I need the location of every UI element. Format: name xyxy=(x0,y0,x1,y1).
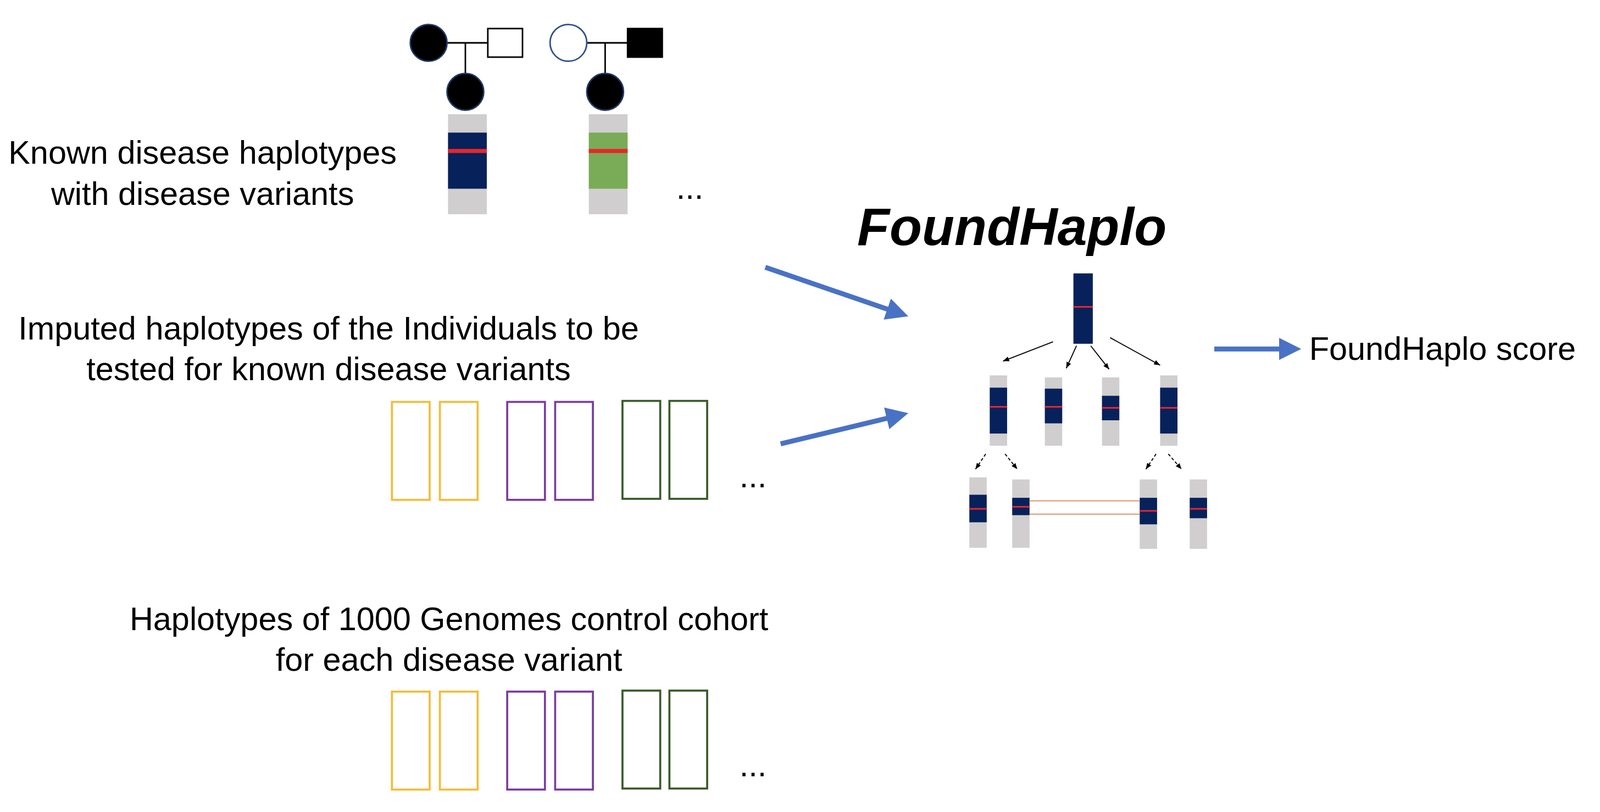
chromosome-bar xyxy=(589,114,629,215)
tree-arrow xyxy=(1168,453,1182,470)
haplotype-segment xyxy=(1012,497,1030,516)
haplotype-outline xyxy=(669,690,708,789)
descent-line xyxy=(604,42,607,74)
input-group: Haplotypes of 1000 Genomes control cohor… xyxy=(0,596,781,807)
sharing-line xyxy=(1029,500,1141,502)
pedigree xyxy=(410,24,523,111)
chromosome-bar xyxy=(969,477,987,548)
haplotype-segment xyxy=(1102,395,1120,421)
tree-arrow xyxy=(1145,453,1157,470)
haplotype-segment xyxy=(1189,497,1208,519)
variant-mark xyxy=(447,148,487,153)
variant-mark xyxy=(1139,509,1158,512)
chromosome-bar xyxy=(1102,377,1120,446)
variant-mark xyxy=(589,148,629,153)
disease-haplotype xyxy=(447,114,487,215)
unaffected-female xyxy=(550,24,587,62)
affected-male xyxy=(627,28,663,58)
chromosome-bar xyxy=(447,114,487,215)
ellipsis: ... xyxy=(739,458,768,495)
haplotype-segment xyxy=(1139,497,1158,525)
affected-child xyxy=(447,73,485,111)
haplotype-outline xyxy=(507,402,546,500)
sharing-line xyxy=(1029,513,1141,515)
label-anchor: ... xyxy=(739,458,768,495)
affected-female xyxy=(410,24,448,62)
variant-mark xyxy=(1073,306,1093,308)
node-label: Imputed haplotypes of the Individuals to… xyxy=(2,308,656,391)
mating-line xyxy=(586,42,628,44)
chromosome-bar xyxy=(1139,479,1158,549)
pedigree xyxy=(550,24,663,111)
variant-mark xyxy=(1189,508,1208,510)
haplotype-outline xyxy=(391,402,430,500)
haplotype-outline xyxy=(507,691,546,790)
chromosome-bar xyxy=(1159,375,1178,446)
chromosome-bar xyxy=(1045,377,1063,446)
input-group: Imputed haplotypes of the Individuals to… xyxy=(0,301,781,505)
method-block: FoundHaplo xyxy=(908,267,1215,557)
haplotype-outline xyxy=(440,691,479,790)
input-group: Known disease haplotypes with disease va… xyxy=(0,20,776,268)
label-anchor: ... xyxy=(739,747,768,783)
haplotype-outline xyxy=(669,401,708,499)
variant-mark xyxy=(989,406,1008,408)
tree-arrow xyxy=(1004,453,1018,470)
haplotype-segment xyxy=(989,387,1008,435)
unaffected-male xyxy=(487,28,523,58)
flow-arrow xyxy=(765,267,898,314)
haplotype-segment xyxy=(1045,388,1063,424)
chromosome-bar xyxy=(989,375,1008,446)
ellipsis: ... xyxy=(676,169,704,206)
haplotype-segment xyxy=(447,132,487,189)
haplotype-outline xyxy=(440,402,479,500)
haplotype-segment xyxy=(589,132,629,189)
haplotype-outline xyxy=(391,691,430,790)
variant-mark xyxy=(1102,407,1120,409)
variant-mark xyxy=(1159,407,1178,409)
variant-mark xyxy=(1012,506,1030,508)
haplotype-outline xyxy=(554,402,593,500)
haplotype-segment xyxy=(1073,273,1093,344)
affected-child xyxy=(586,73,624,111)
haplotype-pairs xyxy=(391,401,708,500)
haplotype-tree xyxy=(969,273,1208,549)
mating-line xyxy=(447,42,488,44)
haplotype-outline xyxy=(554,691,593,790)
tree-arrow xyxy=(975,453,986,470)
disease-haplotype xyxy=(589,114,629,215)
block-heading: FoundHaplo xyxy=(857,196,1164,258)
haplotype-pairs xyxy=(391,690,708,790)
flow-arrow xyxy=(780,415,898,444)
haplotype-segment xyxy=(969,495,987,523)
tree-arrow xyxy=(1003,341,1054,361)
label-anchor: ... xyxy=(676,169,704,206)
node-label: Haplotypes of 1000 Genomes control cohor… xyxy=(122,598,776,681)
chromosome-bar xyxy=(1189,479,1208,549)
variant-mark xyxy=(1045,406,1063,408)
tree-arrow xyxy=(1090,345,1109,370)
node-label: FoundHaplo score xyxy=(1309,328,1576,370)
haplotype-outline xyxy=(622,401,661,499)
haplotype-segment xyxy=(1159,387,1178,435)
descent-line xyxy=(464,42,467,74)
haplotype-outline xyxy=(622,690,661,789)
flow-arrow xyxy=(1214,346,1291,352)
chromosome-bar xyxy=(1012,479,1030,548)
tree-arrow xyxy=(1109,337,1160,366)
result-box: FoundHaplo score xyxy=(1301,320,1585,378)
ellipsis: ... xyxy=(739,747,768,783)
variant-mark xyxy=(969,508,987,510)
node-label: Known disease haplotypes with disease va… xyxy=(2,132,404,215)
tree-arrow xyxy=(1066,345,1077,369)
